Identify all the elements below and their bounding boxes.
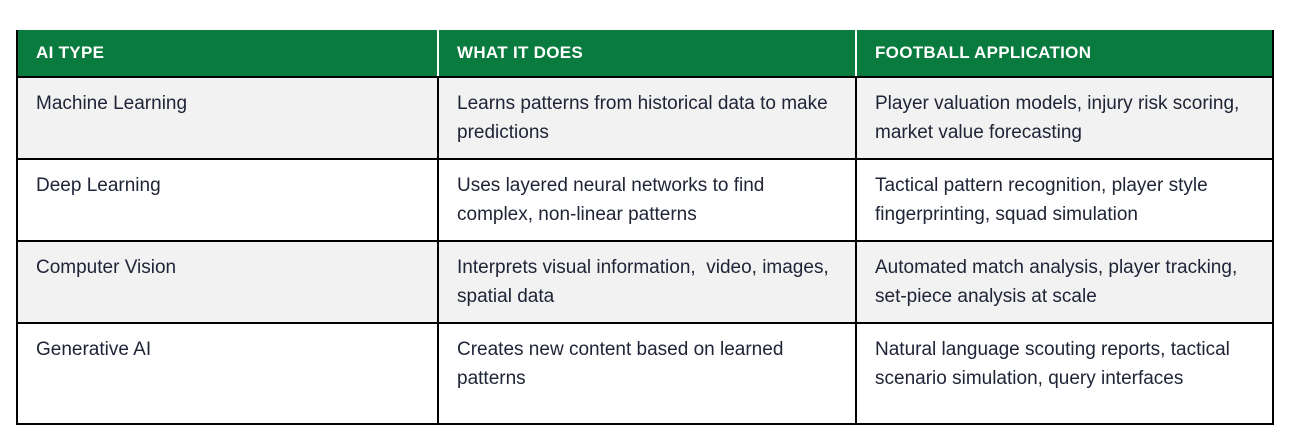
table-row-machine-learning: Machine Learning Learns patterns from hi… <box>16 76 1274 160</box>
cell-football-application: Tactical pattern recognition, player sty… <box>855 157 1274 242</box>
cell-football-application: Natural language scouting reports, tacti… <box>855 321 1274 425</box>
cell-ai-type: Computer Vision <box>16 239 439 324</box>
cell-ai-type: Deep Learning <box>16 157 439 242</box>
column-header-what-it-does: WHAT IT DOES <box>437 30 857 78</box>
cell-ai-type: Machine Learning <box>16 76 439 160</box>
cell-football-application: Automated match analysis, player trackin… <box>855 239 1274 324</box>
cell-what-it-does: Creates new content based on learned pat… <box>437 321 857 425</box>
table-row-computer-vision: Computer Vision Interprets visual inform… <box>16 239 1274 324</box>
cell-what-it-does: Learns patterns from historical data to … <box>437 76 857 160</box>
table-row-deep-learning: Deep Learning Uses layered neural networ… <box>16 157 1274 242</box>
column-header-ai-type: AI TYPE <box>16 30 439 78</box>
column-header-football-application: FOOTBALL APPLICATION <box>855 30 1274 78</box>
cell-football-application: Player valuation models, injury risk sco… <box>855 76 1274 160</box>
table-header-row: AI TYPE WHAT IT DOES FOOTBALL APPLICATIO… <box>16 30 1274 78</box>
cell-ai-type: Generative AI <box>16 321 439 425</box>
table-row-generative-ai: Generative AI Creates new content based … <box>16 321 1274 425</box>
cell-what-it-does: Interprets visual information, video, im… <box>437 239 857 324</box>
ai-types-table: AI TYPE WHAT IT DOES FOOTBALL APPLICATIO… <box>16 30 1274 425</box>
cell-what-it-does: Uses layered neural networks to find com… <box>437 157 857 242</box>
